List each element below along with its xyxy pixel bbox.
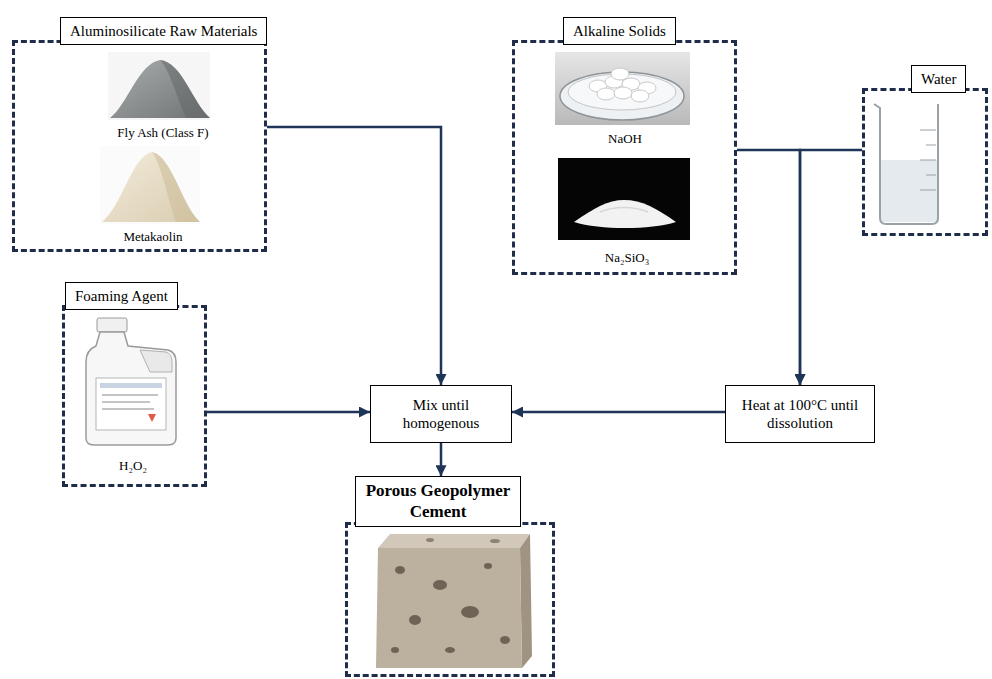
geopolymer-block-picture-part bbox=[520, 534, 532, 668]
bottle-picture-part bbox=[86, 332, 176, 445]
process-box: Heat at 100°C until dissolution bbox=[725, 385, 875, 443]
beaker-picture-part bbox=[926, 145, 936, 146]
metakaolin-picture-part bbox=[102, 152, 200, 222]
group-heading: Foaming Agent bbox=[65, 282, 178, 310]
material-group: Foaming AgentH₂O₂ bbox=[62, 305, 207, 487]
fly-ash-picture bbox=[108, 52, 210, 120]
naoh-picture-part bbox=[631, 90, 649, 102]
group-heading: Aluminosilicate Raw Materials bbox=[60, 17, 267, 45]
beaker-picture-part bbox=[920, 190, 936, 191]
sodium-silicate-picture-part bbox=[558, 158, 690, 240]
picture-caption: NaOH bbox=[575, 131, 675, 147]
geopolymer-block-picture-part bbox=[395, 566, 405, 574]
fly-ash-picture-part bbox=[160, 60, 210, 118]
bottle-picture-part bbox=[102, 401, 150, 403]
sodium-silicate-picture-part bbox=[600, 208, 648, 213]
geopolymer-block-picture-part bbox=[445, 647, 455, 653]
product-group: Porous Geopolymer Cement bbox=[345, 522, 555, 677]
process-label: Heat at 100°C until dissolution bbox=[740, 396, 860, 432]
bottle-picture-part bbox=[140, 350, 172, 372]
connector-arrow bbox=[207, 411, 370, 414]
geopolymer-block-picture-part bbox=[484, 563, 492, 569]
bottle-picture-part bbox=[97, 318, 127, 332]
sodium-silicate-picture bbox=[558, 158, 690, 240]
connector-arrow bbox=[800, 150, 862, 385]
bottle-picture bbox=[86, 318, 176, 445]
naoh-picture-part bbox=[597, 88, 615, 100]
connector-arrow bbox=[267, 127, 441, 385]
geopolymer-block-picture-part bbox=[433, 580, 447, 590]
geopolymer-block-picture-part bbox=[461, 606, 479, 618]
beaker-picture bbox=[874, 104, 938, 224]
process-label: Mix until homogenous bbox=[385, 396, 497, 432]
picture-caption: Fly Ash (Class F) bbox=[98, 125, 228, 141]
group-heading: Water bbox=[911, 65, 966, 93]
connector-arrow bbox=[512, 411, 725, 414]
connector-arrow bbox=[440, 443, 443, 476]
picture-caption: H₂O₂ bbox=[83, 458, 183, 474]
bottle-picture-part bbox=[100, 383, 162, 388]
group-heading: Porous Geopolymer Cement bbox=[355, 476, 521, 527]
metakaolin-picture bbox=[100, 146, 200, 224]
geopolymer-block-picture bbox=[376, 534, 532, 668]
group-heading: Alkaline Solids bbox=[563, 17, 676, 45]
fly-ash-picture-part bbox=[110, 60, 210, 118]
metakaolin-picture-part bbox=[152, 152, 200, 222]
geopolymer-block-picture-part bbox=[376, 548, 522, 668]
geopolymer-block-picture-part bbox=[500, 636, 510, 644]
geopolymer-block-picture-part bbox=[426, 538, 434, 542]
bottle-picture-part bbox=[148, 414, 156, 422]
geopolymer-block-picture-part bbox=[378, 534, 530, 548]
bottle-picture-part bbox=[102, 394, 158, 396]
geopolymer-block-picture-part bbox=[490, 539, 500, 543]
geopolymer-block-picture-part bbox=[391, 647, 399, 653]
picture-caption: Na₂SiO₃ bbox=[577, 250, 677, 266]
metakaolin-picture-part bbox=[100, 146, 200, 224]
beaker-picture-part bbox=[881, 160, 937, 222]
material-group: Water bbox=[862, 88, 988, 236]
naoh-picture-part bbox=[614, 87, 632, 99]
process-box: Mix until homogenous bbox=[370, 385, 512, 443]
geopolymer-block-picture-part bbox=[409, 615, 421, 625]
naoh-picture-part bbox=[555, 52, 690, 125]
beaker-picture-part bbox=[920, 160, 936, 161]
material-group: Alkaline SolidsNaOHNa₂SiO₃ bbox=[512, 40, 737, 275]
beaker-picture-part bbox=[926, 175, 936, 176]
sodium-silicate-picture-part bbox=[574, 200, 676, 228]
naoh-picture bbox=[555, 52, 690, 125]
bottle-picture-part bbox=[102, 408, 154, 410]
beaker-picture-part bbox=[920, 130, 936, 131]
naoh-picture-part bbox=[611, 68, 629, 80]
fly-ash-picture-part bbox=[108, 52, 210, 120]
material-group: Aluminosilicate Raw MaterialsFly Ash (Cl… bbox=[12, 40, 267, 252]
connector-arrow bbox=[737, 150, 800, 385]
picture-caption: Metakaolin bbox=[88, 229, 218, 245]
beaker-picture-part bbox=[874, 104, 938, 224]
bottle-picture-part bbox=[96, 378, 166, 430]
